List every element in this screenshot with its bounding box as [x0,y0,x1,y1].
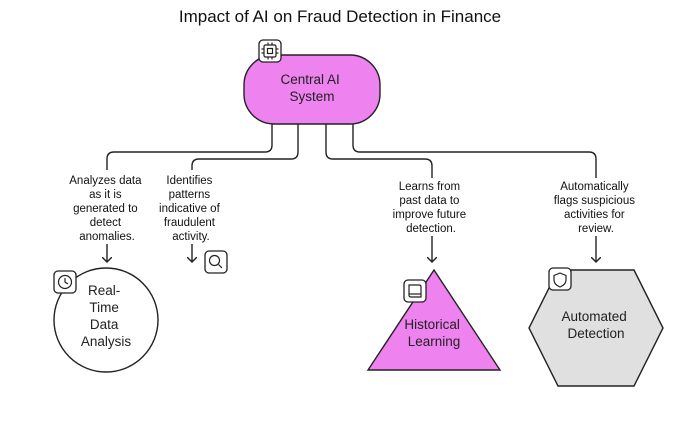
edge-label-bg-realtime [60,170,154,244]
edge-label-realtime: Analyzes data as it is generated to dete… [69,175,144,243]
shield-icon [548,267,572,291]
node-central-ai-system[interactable]: Central AI System [243,54,381,125]
edge-label-bg-historical [385,178,479,236]
diagram-title: Impact of AI on Fraud Detection in Finan… [179,7,501,26]
search-icon [204,250,228,274]
automated-node-label: Automated Detection [561,309,630,341]
edge-central-to-historical [325,124,432,262]
edge-label-bg-automated [544,178,648,236]
edge-label-automated: Automatically flags suspicious activitie… [554,181,638,235]
edge-label-bg-pattern [152,170,232,244]
edge-central-to-pattern [192,124,299,262]
edge-central-to-realtime [107,124,273,262]
historical-node-label: Historical Learning [404,317,463,349]
realtime-node-shape [53,267,159,373]
central-node-label: Central AI System [280,72,343,104]
cpu-icon [258,39,282,63]
automated-node-shape [528,269,664,387]
node-real-time-data-analysis[interactable]: Real- Time Data Analysis [53,267,159,373]
edge-label-pattern: Identifies patterns indicative of fraudu… [159,175,223,243]
edge-central-to-automated [352,124,596,262]
central-node-shape [243,54,381,125]
historical-node-shape [366,268,502,371]
book-icon [403,279,427,303]
edge-label-historical: Learns from past data to improve future … [393,181,470,235]
clock-icon [53,270,77,294]
node-automated-detection[interactable]: Automated Detection [528,269,664,387]
node-historical-learning[interactable]: Historical Learning [366,268,502,371]
realtime-node-label: Real- Time Data Analysis [81,283,132,349]
